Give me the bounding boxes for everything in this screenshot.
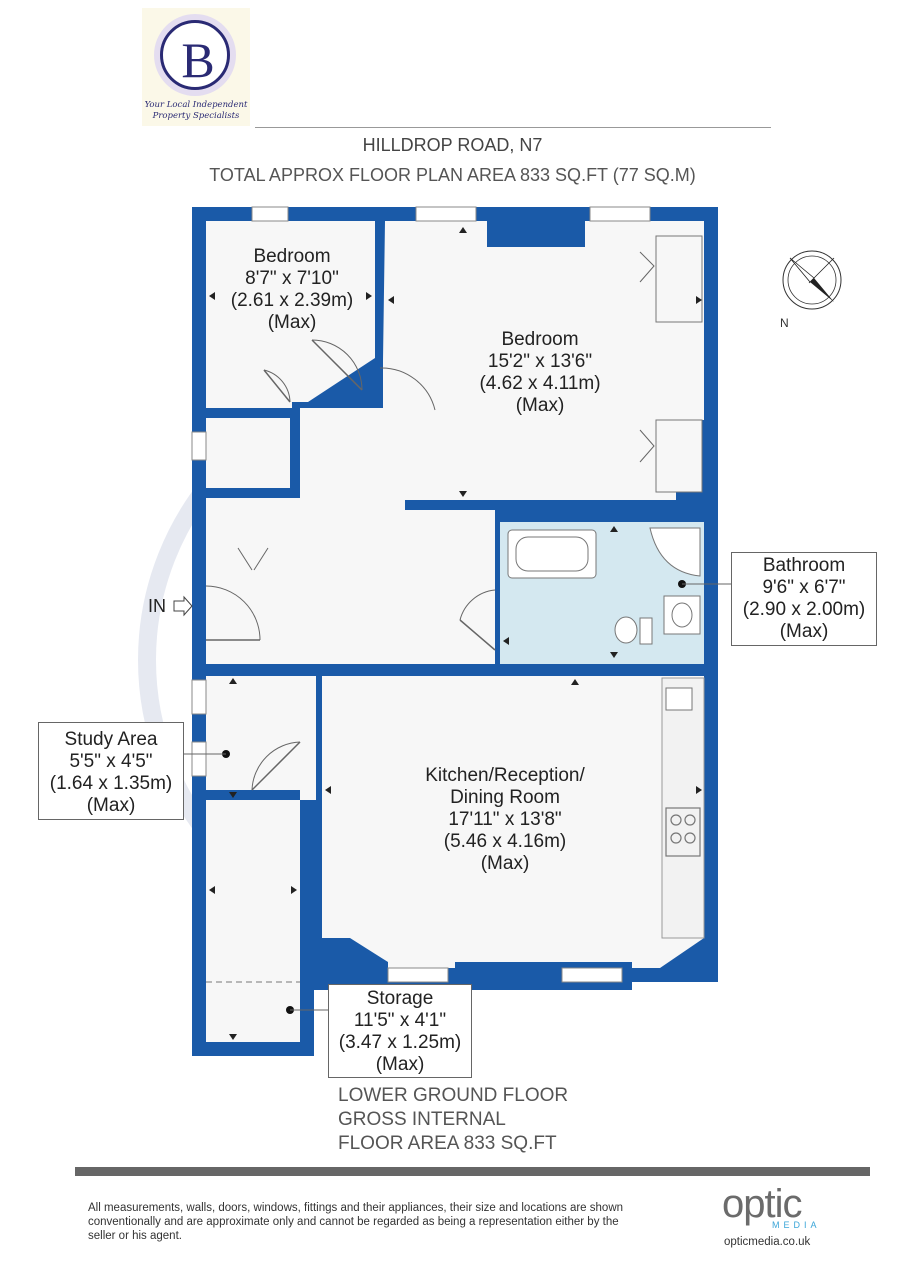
room-name: Bathroom [762, 555, 846, 576]
room-label-kitchen: Kitchen/Reception/ Dining Room 17'11" x … [395, 765, 615, 875]
footer-divider [75, 1167, 870, 1176]
room-qualifier: (Max) [515, 395, 565, 416]
room-qualifier: (Max) [375, 1054, 425, 1075]
room-dims-imperial: 5'5" x 4'5" [69, 751, 153, 772]
room-qualifier: (Max) [480, 853, 530, 874]
floor-note-line1: LOWER GROUND FLOOR [338, 1085, 569, 1106]
logo-tagline: Your Local Independent Property Speciali… [142, 100, 250, 122]
room-dims-imperial: 11'5" x 4'1" [353, 1010, 447, 1031]
optic-media-sub: MEDIA [772, 1220, 821, 1230]
logo-ring: B [154, 14, 236, 96]
optic-media-logo: optic [722, 1182, 802, 1226]
disclaimer-text: All measurements, walls, doors, windows,… [88, 1202, 624, 1242]
room-dims-metric: (1.64 x 1.35m) [49, 773, 173, 794]
sink [665, 687, 693, 711]
callout-bathroom: Bathroom 9'6" x 6'7" (2.90 x 2.00m) (Max… [731, 552, 877, 646]
basin [663, 595, 701, 635]
room-label-bedroom-large: Bedroom 15'2" x 13'6" (4.62 x 4.11m) (Ma… [440, 329, 640, 417]
logo-tagline-line1: Your Local Independent [144, 100, 248, 110]
room-name: Storage [366, 988, 434, 1009]
room-dims-imperial: 9'6" x 6'7" [762, 577, 846, 598]
room-dims-metric: (5.46 x 4.16m) [443, 831, 567, 852]
logo-badge: B [160, 20, 230, 90]
room-dims-metric: (2.90 x 2.00m) [742, 599, 866, 620]
logo-letter: B [181, 32, 215, 88]
header-divider [255, 127, 771, 128]
room-qualifier: (Max) [267, 312, 317, 333]
room-dims-metric: (4.62 x 4.11m) [479, 373, 601, 394]
property-address: HILLDROP ROAD, N7 [362, 135, 543, 155]
logo-tagline-line2: Property Specialists [152, 111, 240, 121]
callout-storage: Storage 11'5" x 4'1" (3.47 x 1.25m) (Max… [328, 984, 472, 1078]
room-qualifier: (Max) [86, 795, 136, 816]
room-label-bedroom-small: Bedroom 8'7" x 7'10" (2.61 x 2.39m) (Max… [212, 246, 372, 334]
room-name-line2: Dining Room [450, 787, 560, 808]
door-swings [205, 251, 655, 791]
callout-leaders [184, 583, 737, 1011]
compass-rose [782, 250, 842, 310]
measurement-arrows [209, 227, 702, 1040]
room-dims-imperial: 15'2" x 13'6" [487, 351, 593, 372]
floor-area-note: LOWER GROUND FLOOR GROSS INTERNAL FLOOR … [338, 1084, 568, 1156]
room-name-line1: Kitchen/Reception/ [425, 765, 585, 786]
floor-note-line3: FLOOR AREA 833 SQ.FT [338, 1133, 557, 1154]
entrance-label: IN [148, 596, 166, 616]
toilet [614, 616, 653, 645]
total-floor-area: TOTAL APPROX FLOOR PLAN AREA 833 SQ.FT (… [209, 165, 696, 185]
bathtub [507, 529, 597, 579]
room-dims-imperial: 17'11" x 13'8" [448, 809, 562, 830]
room-name: Bedroom [253, 246, 331, 267]
room-dims-imperial: 8'7" x 7'10" [245, 268, 339, 289]
optic-media-url[interactable]: opticmedia.co.uk [724, 1236, 811, 1248]
wardrobes [655, 235, 703, 493]
shower-tray [649, 527, 701, 577]
callout-study-area: Study Area 5'5" x 4'5" (1.64 x 1.35m) (M… [38, 722, 184, 820]
compass-north-label: N [780, 316, 789, 330]
agency-logo: B Your Local Independent Property Specia… [142, 8, 250, 126]
windows [191, 206, 651, 983]
room-dims-metric: (2.61 x 2.39m) [230, 290, 354, 311]
room-floors [206, 221, 704, 1042]
room-name: Study Area [64, 729, 158, 750]
floor-note-line2: GROSS INTERNAL [338, 1109, 506, 1130]
hob [665, 807, 701, 857]
room-dims-metric: (3.47 x 1.25m) [338, 1032, 462, 1053]
entrance-arrow-icon [173, 595, 193, 617]
room-name: Bedroom [501, 329, 579, 350]
room-qualifier: (Max) [779, 621, 829, 642]
chimney-breast [487, 221, 585, 247]
